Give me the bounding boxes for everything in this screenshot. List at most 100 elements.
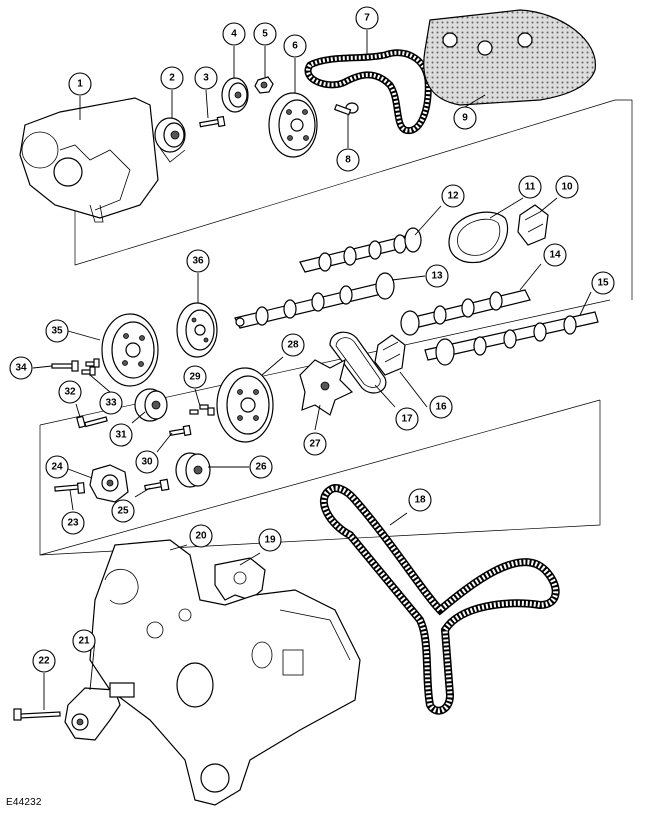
crankshaft-sprocket-28 xyxy=(216,367,274,443)
tensioner-24 xyxy=(89,464,129,503)
callout-16: 16 xyxy=(429,395,453,419)
callout-20-label: 20 xyxy=(195,531,207,542)
small-sprocket-4 xyxy=(221,77,249,113)
figure-reference-code: E44232 xyxy=(6,797,42,808)
callout-29: 29 xyxy=(183,365,207,389)
callout-23: 23 xyxy=(61,511,85,535)
callout-33-label: 33 xyxy=(105,398,117,409)
callout-28: 28 xyxy=(281,333,305,357)
lower-timing-belt xyxy=(320,484,560,715)
gasket-17 xyxy=(329,331,387,394)
callout-10: 10 xyxy=(555,175,579,199)
callout-7: 7 xyxy=(355,6,379,30)
callout-12-label: 12 xyxy=(447,191,459,202)
callout-26-label: 26 xyxy=(255,462,267,473)
callout-3: 3 xyxy=(194,66,218,90)
callout-23-label: 23 xyxy=(67,518,79,529)
callout-29-label: 29 xyxy=(189,372,201,383)
callout-24: 24 xyxy=(45,455,69,479)
callout-3-label: 3 xyxy=(203,73,209,84)
shield-19 xyxy=(214,557,266,601)
callout-21-label: 21 xyxy=(78,636,90,647)
callout-30: 30 xyxy=(135,450,159,474)
tensioner-21 xyxy=(64,682,135,741)
callout-27-label: 27 xyxy=(309,439,321,450)
callout-4: 4 xyxy=(222,22,246,46)
callout-13-label: 13 xyxy=(431,271,443,282)
nut-5 xyxy=(254,76,274,94)
bolt-25 xyxy=(144,478,170,492)
callout-16-label: 16 xyxy=(435,402,447,413)
callout-34-label: 34 xyxy=(15,363,27,374)
callout-28-label: 28 xyxy=(287,340,299,351)
callout-36-label: 36 xyxy=(192,256,204,267)
callout-22-label: 22 xyxy=(38,656,50,667)
callout-20: 20 xyxy=(189,524,213,548)
callout-34: 34 xyxy=(9,356,33,380)
camshaft-13 xyxy=(234,272,395,329)
idler-pulley-26 xyxy=(175,452,211,488)
callout-15-label: 15 xyxy=(597,278,609,289)
bolts-33 xyxy=(81,358,100,376)
bolt-8 xyxy=(333,102,359,116)
callout-11: 11 xyxy=(518,175,542,199)
callout-32-label: 32 xyxy=(64,387,76,398)
callout-19: 19 xyxy=(258,528,282,552)
callout-5: 5 xyxy=(253,22,277,46)
bolts-29 xyxy=(189,404,215,416)
callout-10-label: 10 xyxy=(561,182,573,193)
callout-35: 35 xyxy=(45,319,69,343)
sprocket-35 xyxy=(101,313,159,387)
camshaft-14 xyxy=(400,289,531,336)
callout-8-label: 8 xyxy=(345,155,351,166)
idler-pulley-31 xyxy=(134,388,168,422)
camshaft-12 xyxy=(299,227,422,273)
upper-timing-belt xyxy=(304,49,432,135)
callout-12: 12 xyxy=(441,184,465,208)
gasket-11 xyxy=(448,211,509,264)
callout-1: 1 xyxy=(68,72,92,96)
callout-22: 22 xyxy=(32,649,56,673)
drive-plate-27 xyxy=(299,358,354,416)
callout-1-label: 1 xyxy=(77,79,83,90)
callout-25: 25 xyxy=(111,499,135,523)
callout-31-label: 31 xyxy=(115,430,127,441)
callout-7-label: 7 xyxy=(364,13,370,24)
camshaft-sprocket-6 xyxy=(268,92,318,158)
callout-33: 33 xyxy=(99,391,123,415)
callout-9: 9 xyxy=(453,106,477,130)
vvt-unit-16 xyxy=(374,334,406,376)
pulley-36 xyxy=(176,302,218,358)
callout-14-label: 14 xyxy=(549,250,561,261)
leader-lines xyxy=(32,30,592,710)
callout-2: 2 xyxy=(160,66,184,90)
bolt-32 xyxy=(76,415,108,429)
upper-timing-cover xyxy=(19,97,159,223)
callout-17-label: 17 xyxy=(401,414,413,425)
bolt-23 xyxy=(54,482,86,494)
callout-27: 27 xyxy=(303,432,327,456)
bolt-3 xyxy=(199,115,226,128)
callout-4-label: 4 xyxy=(231,29,237,40)
callout-17: 17 xyxy=(395,407,419,431)
camshaft-15 xyxy=(424,311,599,366)
callout-11-label: 11 xyxy=(525,182,536,193)
upper-outer-cover xyxy=(423,9,596,106)
vvt-unit-10 xyxy=(517,204,549,246)
callout-5-label: 5 xyxy=(262,29,268,40)
callout-18: 18 xyxy=(408,488,432,512)
bolt-30 xyxy=(169,424,192,437)
callout-15: 15 xyxy=(591,271,615,295)
callout-31: 31 xyxy=(109,423,133,447)
callout-19-label: 19 xyxy=(264,535,276,546)
callout-24-label: 24 xyxy=(51,462,63,473)
callout-21: 21 xyxy=(72,629,96,653)
callout-6-label: 6 xyxy=(292,41,298,52)
callout-30-label: 30 xyxy=(141,457,153,468)
callout-13: 13 xyxy=(425,264,449,288)
tensioner-pulley-upper xyxy=(154,117,186,163)
callout-32: 32 xyxy=(58,380,82,404)
callout-36: 36 xyxy=(186,249,210,273)
callout-35-label: 35 xyxy=(51,326,63,337)
